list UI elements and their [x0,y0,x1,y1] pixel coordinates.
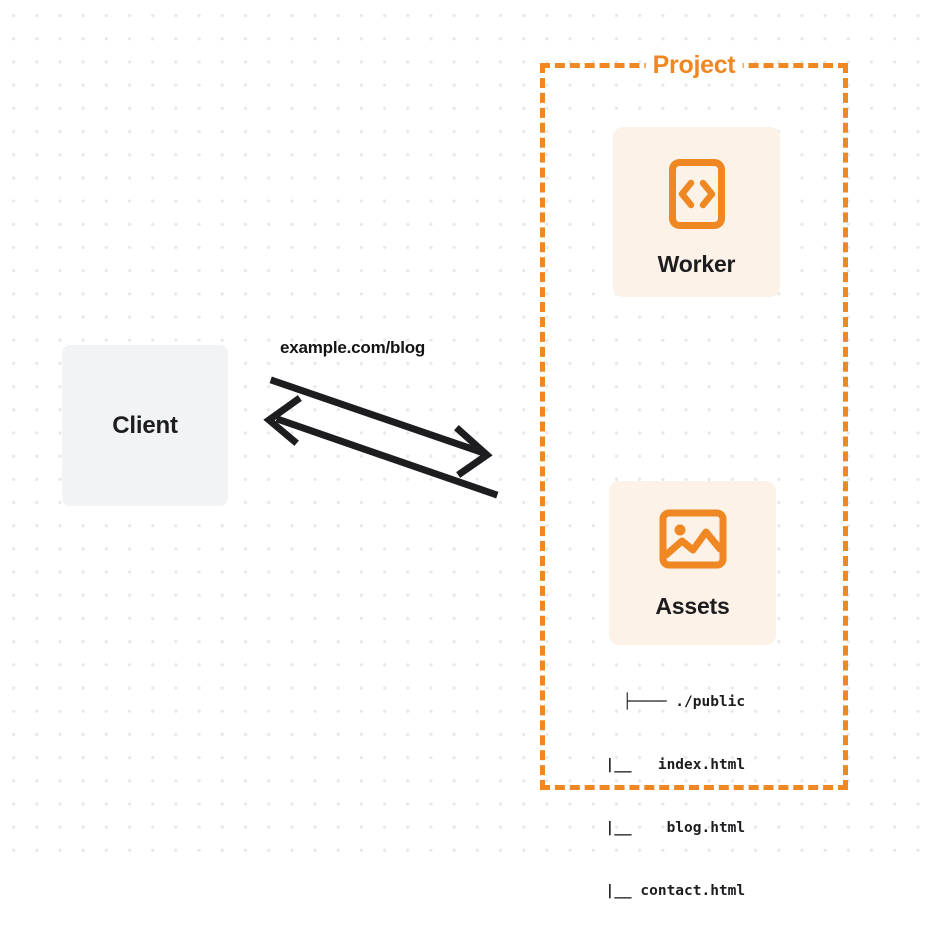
client-node[interactable]: Client [62,345,228,506]
image-icon [658,508,728,575]
client-label: Client [112,411,178,439]
assets-node[interactable]: Assets [609,481,776,645]
worker-label: Worker [657,251,736,277]
file-tree-line: |__ index.html [588,757,746,773]
assets-file-tree: ├──── ./public |__ index.html |__ blog.h… [588,650,745,944]
response-arrow [263,395,499,499]
file-tree-line: |__ contact.html [588,883,746,899]
file-tree-line: ├──── ./public [622,694,746,710]
worker-node[interactable]: Worker [613,127,780,297]
file-tree-line: |__ blog.html [588,820,746,836]
assets-label: Assets [655,593,730,619]
connection-label: example.com/blog [280,338,426,357]
project-title: Project [645,50,743,80]
diagram-canvas: Client example.com/blog Project Worker [0,0,938,899]
code-brackets-icon [667,158,727,235]
request-arrow [269,376,493,478]
project-container: Project [540,50,848,790]
